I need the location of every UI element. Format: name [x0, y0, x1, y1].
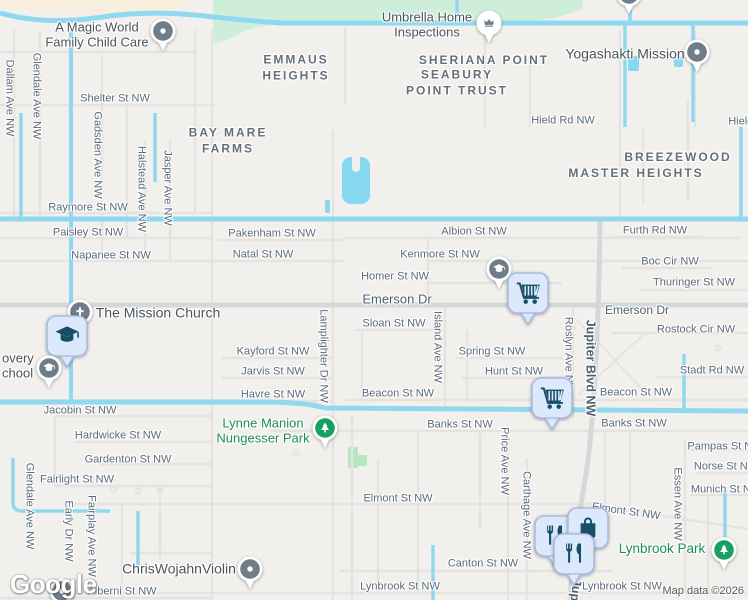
- map-attribution: Map data ©2026: [662, 585, 745, 597]
- google-logo[interactable]: Google: [10, 569, 97, 599]
- ponds: [325, 56, 683, 213]
- land-areas: [0, 0, 583, 468]
- minor-roads: [0, 27, 748, 600]
